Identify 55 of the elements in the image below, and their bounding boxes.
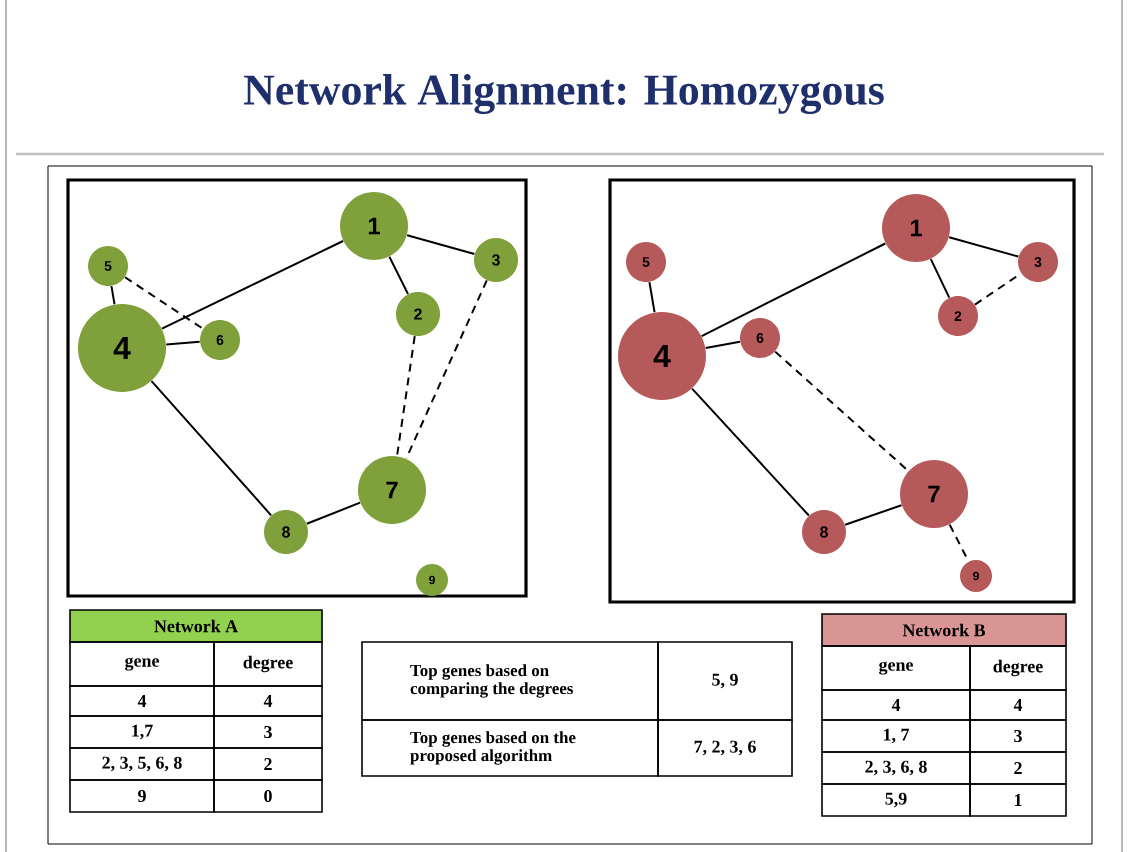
edge-line — [948, 236, 1020, 258]
table-cell: 2, 3, 6, 8 — [821, 751, 971, 785]
network-frame — [66, 178, 528, 598]
edge-line — [929, 258, 951, 299]
table-cell: 4 — [969, 689, 1067, 721]
table-cell: 4 — [213, 685, 323, 717]
gene-node: 4 — [78, 304, 166, 392]
table-cell: degree — [969, 645, 1067, 691]
edge-line — [405, 279, 488, 460]
table-cell: 1, 7 — [821, 719, 971, 753]
network-frame — [608, 178, 1076, 604]
table-cell: Top genes based on the proposed algorithm — [361, 719, 659, 777]
edge-line — [691, 387, 810, 517]
edge-line — [124, 276, 204, 330]
table-cell: 7, 2, 3, 6 — [657, 719, 793, 777]
edge-line — [973, 272, 1023, 306]
edge-line — [110, 285, 116, 306]
edge-line — [704, 340, 741, 349]
gene-node: 1 — [882, 194, 950, 262]
table-cell: 5, 9 — [657, 641, 793, 721]
table-cell: 1,7 — [69, 715, 215, 749]
table-cell: gene — [69, 641, 215, 687]
title: Network Alignment: Homozygous — [244, 73, 884, 115]
table-cell: 3 — [969, 719, 1067, 753]
edge-line — [648, 281, 656, 314]
edge-line — [160, 240, 345, 330]
edge-line — [844, 504, 903, 526]
table-cell: 2, 3, 5, 6, 8 — [69, 747, 215, 781]
table-cell: 9 — [69, 779, 215, 813]
gene-node: 7 — [358, 456, 426, 524]
table-cell: Top genes based on comparing the degrees — [361, 641, 659, 721]
gene-node: 4 — [618, 312, 706, 400]
table-cell: 3 — [213, 715, 323, 749]
table-cell: 2 — [213, 747, 323, 781]
table-cell: degree — [213, 641, 323, 687]
gene-node: 7 — [900, 460, 968, 528]
table-header: Network A — [69, 609, 323, 643]
edge-line — [388, 255, 409, 295]
table-cell: 0 — [213, 779, 323, 813]
table-cell: 1 — [969, 783, 1067, 817]
edge-line — [774, 350, 910, 473]
edge-line — [396, 335, 416, 457]
table-cell: 4 — [69, 685, 215, 717]
edge-line — [150, 380, 273, 517]
edge-line — [700, 242, 887, 338]
table-cell: 4 — [821, 689, 971, 721]
edge-line — [305, 501, 362, 525]
table-cell: gene — [821, 645, 971, 691]
edge-line — [948, 523, 970, 563]
table-cell: 5,9 — [821, 783, 971, 817]
gene-node: 1 — [340, 192, 408, 260]
table-cell: 2 — [969, 751, 1067, 785]
table-header: Network B — [821, 613, 1067, 647]
edge-line — [165, 340, 201, 346]
edge-line — [406, 234, 476, 255]
